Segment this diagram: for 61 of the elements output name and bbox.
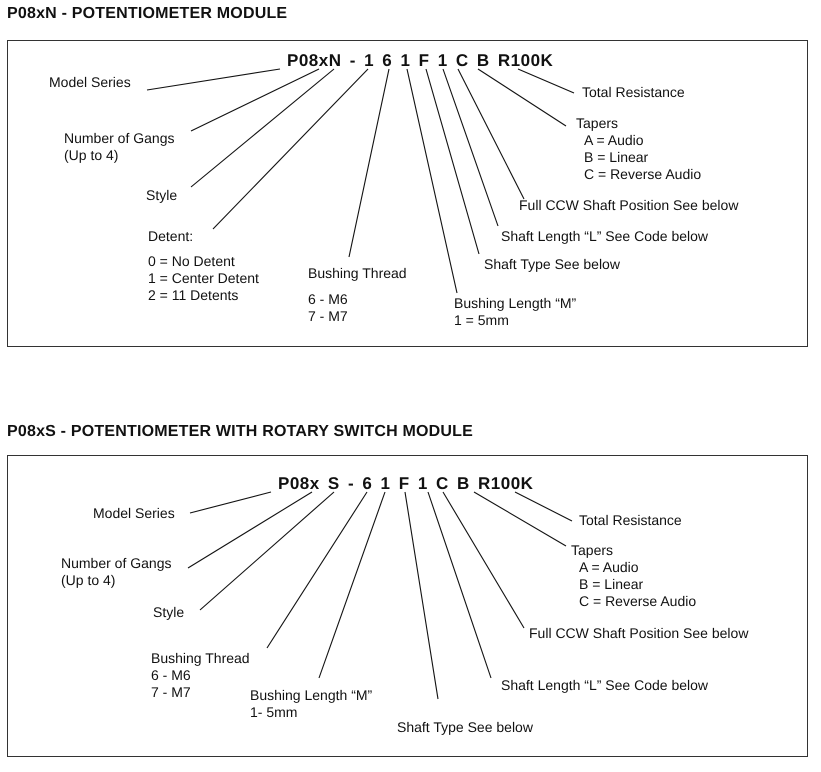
description-label: Model Series (93, 505, 175, 522)
leader-line (212, 68, 368, 230)
leader-line (404, 492, 439, 700)
leader-line (474, 492, 566, 546)
option-text: C = Reverse Audio (584, 166, 702, 183)
option-text: 7 - M7 (308, 308, 348, 325)
field-heading: Tapers (576, 115, 618, 132)
section-heading: P08xS - POTENTIOMETER WITH ROTARY SWITCH MODULE (7, 423, 474, 440)
leader-line (266, 492, 368, 648)
leader-line (514, 492, 572, 522)
leader-line (190, 68, 320, 132)
leader-line (425, 68, 480, 254)
field-heading: Detent: (148, 228, 194, 245)
description-label: Model Series (49, 74, 131, 91)
leader-line (348, 68, 390, 258)
leader-line (318, 492, 386, 678)
leader-line (200, 492, 334, 610)
leader-line (478, 68, 566, 126)
option-text: B = Linear (584, 149, 648, 166)
description-label: Number of Gangs (Up to 4) (64, 130, 194, 164)
description-label: Shaft Type See below (484, 256, 620, 273)
leader-line (188, 492, 312, 568)
option-text: C = Reverse Audio (579, 593, 696, 610)
leader-line (427, 492, 492, 678)
option-text: 0 = No Detent (148, 253, 235, 270)
leader-line (190, 491, 272, 514)
option-text: B = Linear (579, 576, 644, 593)
option-text: 6 - M6 (308, 291, 348, 308)
option-text: A = Audio (579, 559, 639, 576)
option-text: 7 - M7 (151, 684, 191, 701)
field-heading: Bushing Thread (308, 265, 407, 282)
description-label: Total Resistance (582, 84, 685, 101)
field-heading: Bushing Length “M” (250, 687, 372, 704)
leader-line (458, 68, 524, 200)
leader-line (146, 68, 280, 91)
option-text: 1 = 5mm (454, 312, 509, 329)
description-label: Full CCW Shaft Position See below (529, 625, 748, 642)
description-label: Shaft Length “L” See Code below (501, 677, 708, 694)
description-label: Total Resistance (579, 512, 682, 529)
part-number-code: P08xN - 1 6 1 F 1 C B R100K (287, 52, 554, 69)
field-heading: Tapers (571, 542, 614, 559)
description-label: Shaft Length “L” See Code below (501, 228, 708, 245)
leader-line (518, 68, 574, 94)
description-label: Number of Gangs (Up to 4) (61, 555, 191, 589)
field-heading: Bushing Length “M” (454, 295, 576, 312)
description-label: Style (153, 604, 184, 621)
part-number-code: P08x S - 6 1 F 1 C B R100K (278, 475, 534, 492)
description-label: Shaft Type See below (397, 719, 533, 736)
leader-line (406, 68, 458, 294)
option-text: 2 = 11 Detents (148, 287, 238, 304)
description-label: Style (146, 187, 178, 204)
field-heading: Bushing Thread (151, 650, 250, 667)
option-text: 1 = Center Detent (148, 270, 259, 287)
option-text: A = Audio (584, 132, 644, 149)
option-text: 6 - M6 (151, 667, 191, 684)
leader-line (442, 68, 499, 226)
leader-line (190, 68, 334, 188)
leader-line (442, 492, 524, 628)
section-heading: P08xN - POTENTIOMETER MODULE (7, 5, 288, 22)
option-text: 1- 5mm (250, 704, 298, 721)
description-label: Full CCW Shaft Position See below (519, 197, 738, 214)
